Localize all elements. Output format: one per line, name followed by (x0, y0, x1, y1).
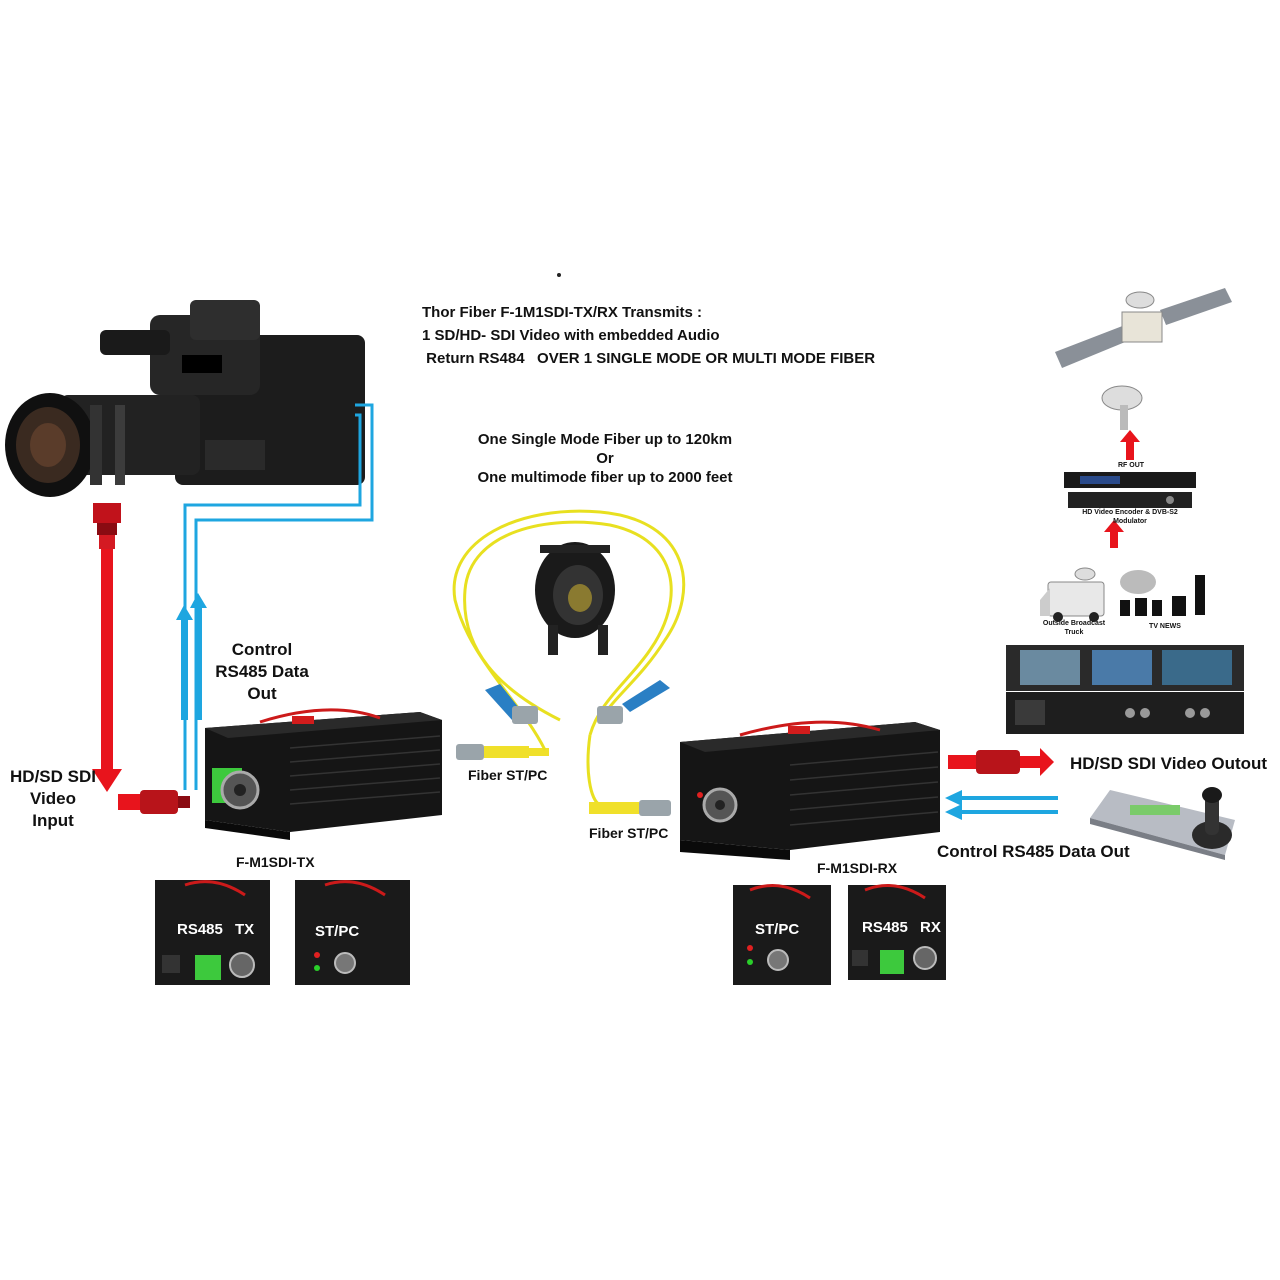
encoder-modulator-icon (1064, 472, 1196, 508)
broadcast-camera-icon (5, 300, 365, 497)
tx-rs485-panel-icon (155, 880, 270, 985)
control-tx-line-2: RS485 Data (215, 662, 309, 681)
rx-panel-rx-label: RX (920, 919, 941, 936)
rx-panel-rs485-label: RS485 (862, 919, 908, 936)
rf-out-label: RF OUT (1117, 462, 1145, 469)
header-line-1: Thor Fiber F-1M1SDI-TX/RX Transmits : (422, 304, 703, 321)
control-rx-label: Control RS485 Data Out (937, 842, 1130, 861)
control-tx-line-1: Control (231, 640, 293, 659)
modulator-label: Modulator (1113, 518, 1147, 525)
fiber-left-label: Fiber ST/PC (468, 767, 548, 783)
tx-unit-icon (205, 708, 442, 840)
ob-truck-label-line-1: Outside Broadcast (1042, 620, 1106, 627)
tx-model-label: F-M1SDI-TX (236, 854, 315, 870)
video-input-arrow (92, 549, 122, 792)
tx-panel-stpc-label: ST/PC (315, 923, 360, 940)
tv-news-label: TV NEWS (1149, 623, 1181, 630)
joystick-controller-icon (1090, 787, 1235, 860)
header-line-3: Return RS484 OVER 1 SINGLE MODE OR MULTI… (422, 350, 876, 367)
camera-bnc-connector-icon (93, 503, 121, 549)
ob-truck-label-line-2: Truck (1064, 629, 1084, 636)
fiber-note-line-2: Or (596, 450, 614, 467)
rx-model-label: F-M1SDI-RX (817, 860, 898, 876)
video-output-arrow (948, 748, 1054, 776)
tx-stpc-panel-icon (295, 880, 410, 985)
input-label-line-2: Video (30, 789, 76, 808)
fiber-reel-icon (535, 542, 615, 655)
fiber-note-line-1: One Single Mode Fiber up to 120km (477, 431, 733, 448)
control-tx-line-3: Out (247, 684, 277, 703)
fiber-st-connectors (512, 706, 623, 724)
tx-panel-tx-label: TX (235, 921, 255, 938)
uplink-dish-icon (1101, 385, 1143, 430)
tx-panel-rs485-label: RS485 (177, 921, 223, 938)
rx-panel-stpc-label: ST/PC (755, 921, 800, 938)
video-out-label: HD/SD SDI Video Outout (1070, 754, 1268, 773)
rx-fiber-connector-icon (589, 800, 671, 816)
tx-bnc-input-connector-icon (118, 790, 190, 814)
fiber-right-label: Fiber ST/PC (589, 825, 669, 841)
fiber-note-line-3: One multimode fiber up to 2000 feet (477, 469, 733, 486)
encoder-label: HD Video Encoder & DVB-S2 (1082, 509, 1178, 516)
satellite-icon (1055, 288, 1232, 368)
tv-news-crew-icon (1120, 570, 1205, 616)
rx-control-arrows (945, 790, 1058, 820)
rx-rs485-panel-icon (848, 884, 946, 980)
outside-broadcast-truck-icon (1040, 567, 1105, 622)
rx-unit-icon (680, 720, 940, 860)
dot-marker (557, 273, 561, 277)
tx-up-arrows (176, 593, 207, 720)
rx-stpc-panel-icon (733, 884, 831, 985)
tx-fiber-connector-icon (456, 744, 549, 760)
rack-recorder-icon (1006, 692, 1244, 734)
input-label-line-1: HD/SD SDI (10, 767, 96, 786)
broadcast-up-arrows (1104, 430, 1140, 548)
header-line-2: 1 SD/HD- SDI Video with embedded Audio (422, 327, 720, 344)
rack-monitor-icon (1006, 645, 1244, 691)
input-label-line-3: Input (32, 811, 74, 830)
